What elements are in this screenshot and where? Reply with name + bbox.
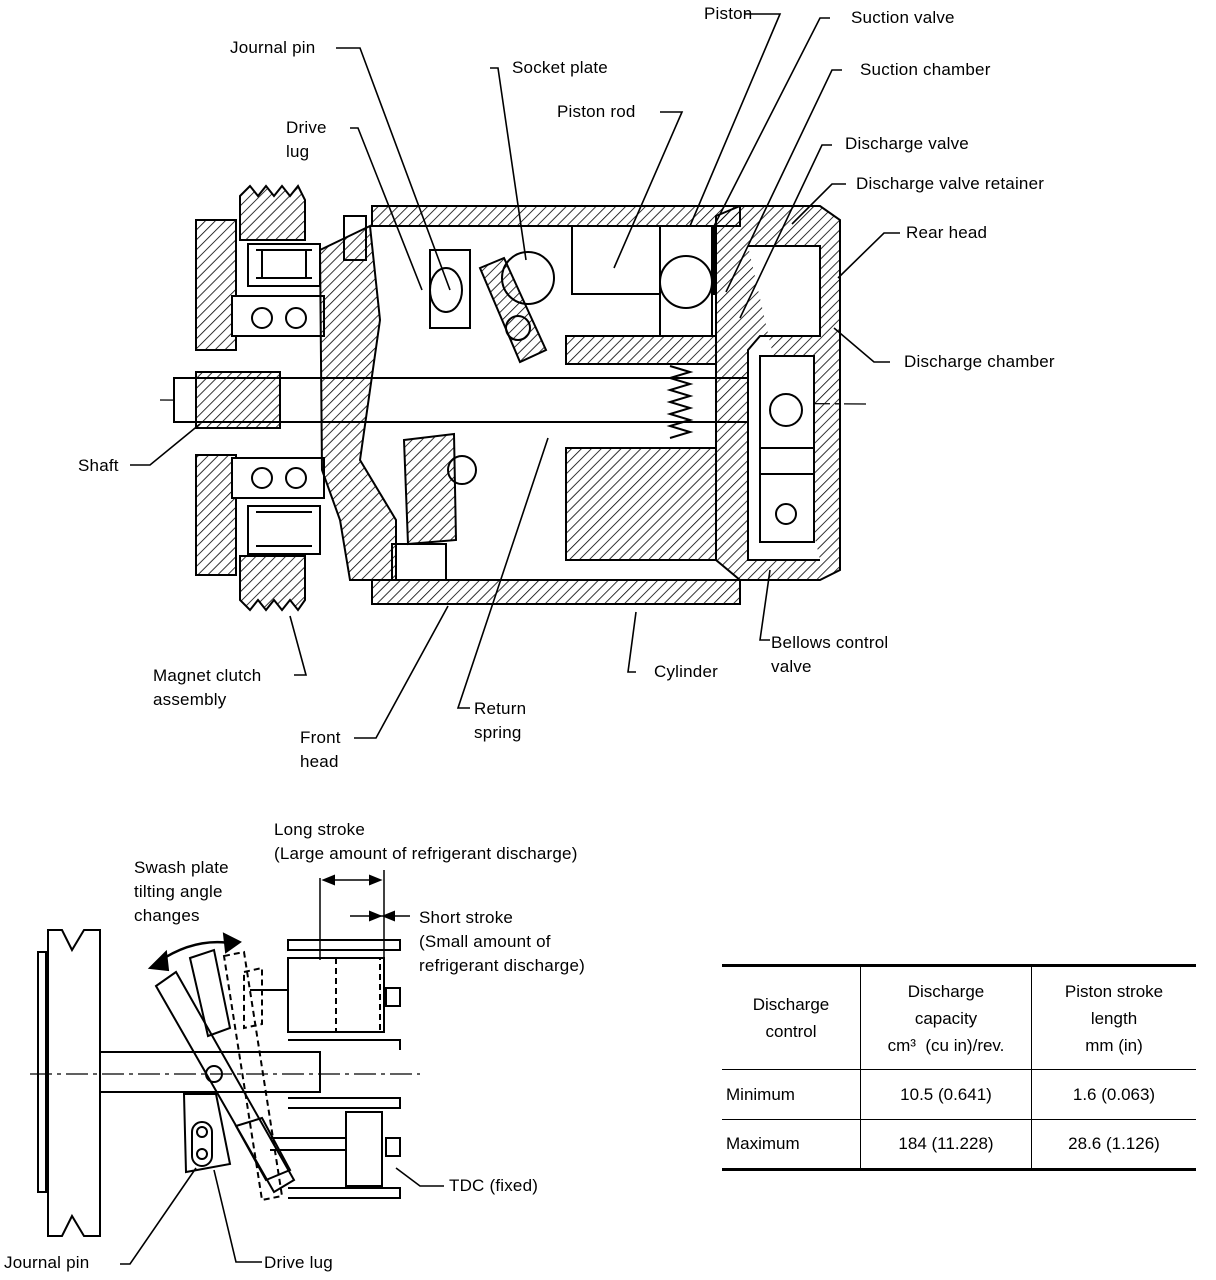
header-discharge-control: Discharge control <box>722 964 861 1070</box>
header-piston-stroke-length: Piston stroke length mm (in) <box>1031 964 1196 1070</box>
label-discharge-valve: Discharge valve <box>845 134 969 153</box>
label-swash-plate-angle: Swash plate tilting angle changes <box>134 858 229 925</box>
label-bellows-control-valve: Bellows control valve <box>771 633 889 676</box>
label-return-spring: Return spring <box>474 699 527 742</box>
compressor-cross-section <box>130 13 900 739</box>
label-discharge-chamber: Discharge chamber <box>904 352 1055 371</box>
label-piston: Piston <box>704 4 753 23</box>
cell-control: Minimum <box>722 1069 861 1120</box>
label-long-stroke: Long stroke (Large amount of refrigerant… <box>274 820 578 863</box>
stroke-capacity-table: Discharge control Discharge capacity cm³… <box>722 964 1196 1171</box>
label-suction-chamber: Suction chamber <box>860 60 991 79</box>
cell-stroke: 1.6 (0.063) <box>1031 1069 1196 1120</box>
label-piston-rod: Piston rod <box>557 102 636 121</box>
label-cylinder: Cylinder <box>654 662 718 681</box>
label-suction-valve: Suction valve <box>851 8 955 27</box>
cell-capacity: 10.5 (0.641) <box>860 1069 1032 1120</box>
table-row: Maximum 184 (11.228) 28.6 (1.126) <box>722 1119 1196 1171</box>
label-front-head: Front head <box>300 728 341 771</box>
cell-control: Maximum <box>722 1119 861 1171</box>
label-shaft: Shaft <box>78 456 119 475</box>
label-journal-pin-lower: Journal pin <box>4 1253 90 1272</box>
label-magnet-clutch-assembly: Magnet clutch assembly <box>153 666 262 709</box>
cell-capacity: 184 (11.228) <box>860 1119 1032 1171</box>
label-discharge-valve-retainer: Discharge valve retainer <box>856 174 1045 193</box>
table-row: Minimum 10.5 (0.641) 1.6 (0.063) <box>722 1069 1196 1120</box>
label-drive-lug: Drive lug <box>286 118 327 161</box>
label-drive-lug-lower: Drive lug <box>264 1253 333 1272</box>
swash-plate-schematic <box>30 870 444 1265</box>
cell-stroke: 28.6 (1.126) <box>1031 1119 1196 1171</box>
label-short-stroke: Short stroke (Small amount of refrigeran… <box>419 908 585 975</box>
label-tdc-fixed: TDC (fixed) <box>449 1176 539 1195</box>
label-journal-pin: Journal pin <box>230 38 316 57</box>
label-socket-plate: Socket plate <box>512 58 608 77</box>
label-rear-head: Rear head <box>906 223 988 242</box>
header-discharge-capacity: Discharge capacity cm³ (cu in)/rev. <box>860 964 1032 1070</box>
